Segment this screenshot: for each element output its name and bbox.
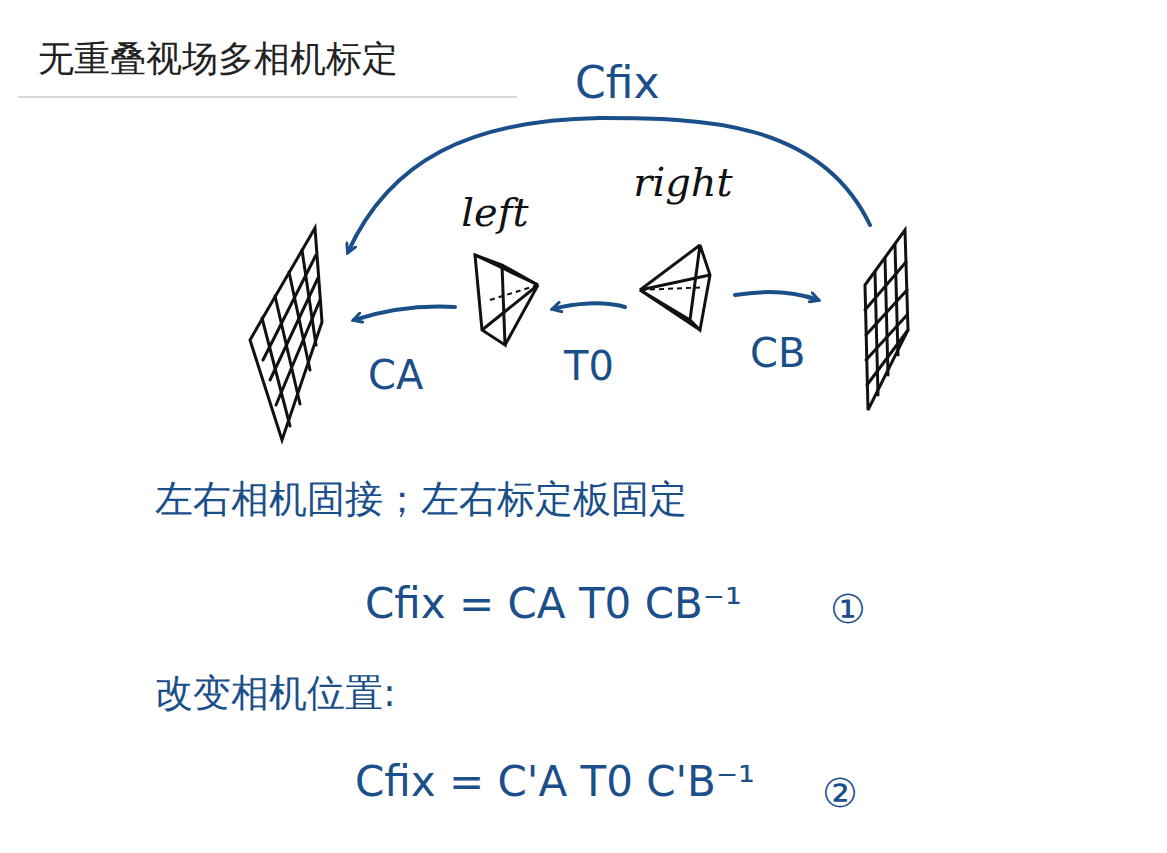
formula: Cfix = C'A T0 C'B⁻¹ xyxy=(355,758,755,806)
callout-number: ① xyxy=(830,586,866,632)
camera-name: right xyxy=(628,160,738,204)
transform-label: Cfix xyxy=(575,58,659,109)
cfix-arrow xyxy=(348,118,870,252)
ca-arrow xyxy=(354,307,455,320)
camera-node: right xyxy=(628,160,738,340)
transform-arrow xyxy=(553,303,625,309)
left-checkerboard xyxy=(250,228,322,440)
title-rule xyxy=(18,97,517,98)
callout-number: ② xyxy=(822,770,858,816)
formula: Cfix = CA T0 CB⁻¹ xyxy=(365,580,742,628)
note-text: 左右相机固接；左右标定板固定 xyxy=(155,478,687,522)
note-text: 改变相机位置: xyxy=(155,672,396,716)
transform-label: CB xyxy=(750,330,805,376)
right-checkerboard xyxy=(865,230,908,410)
transform-label: T0 xyxy=(564,343,614,389)
camera-node: left xyxy=(440,190,550,350)
transform-label: CA xyxy=(368,352,423,398)
camera-name: left xyxy=(440,190,550,234)
cb-arrow xyxy=(735,292,818,300)
title: 无重叠视场多相机标定 xyxy=(38,38,398,79)
